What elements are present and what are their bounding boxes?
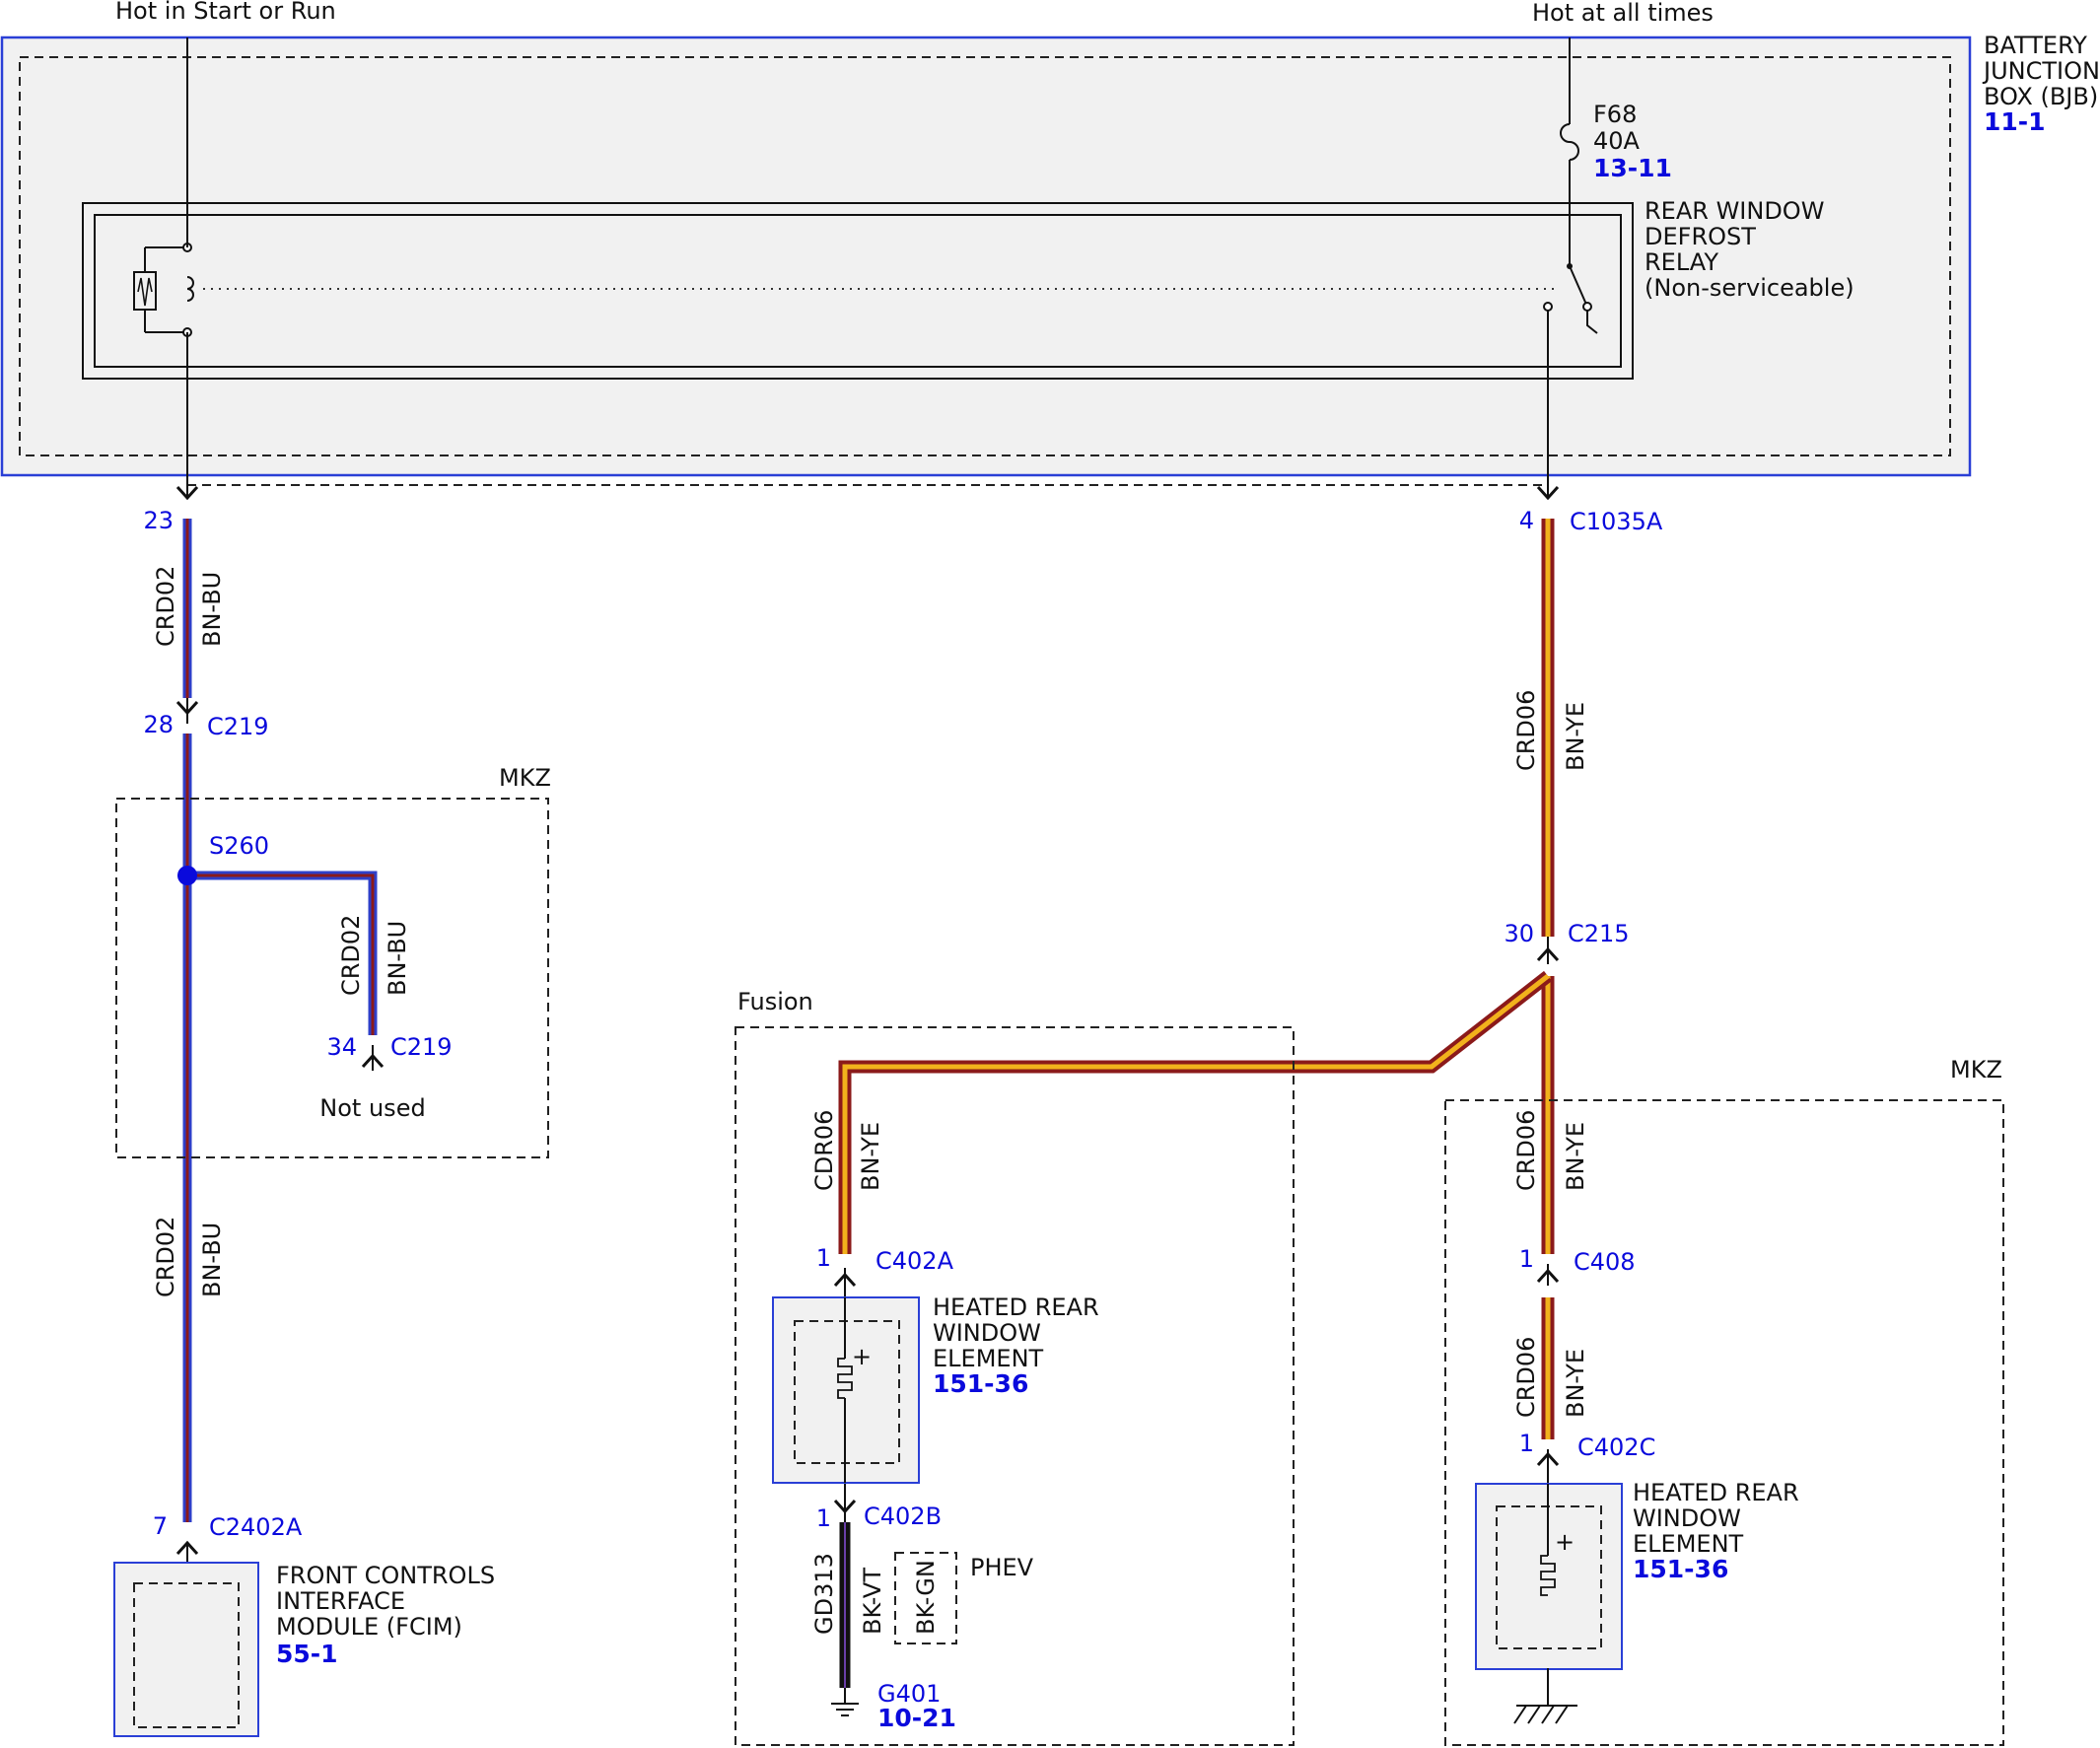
connector-c402c-label: C402C [1577, 1433, 1655, 1461]
right-wire1-circuit-label: CRD06 [1512, 690, 1540, 771]
fusion-wire-color-label: BN-YE [857, 1122, 884, 1191]
fcim-title-line2: INTERFACE [276, 1587, 405, 1615]
connector-c2402a-symbol [175, 1541, 199, 1560]
mkz-left-region [115, 798, 549, 1158]
supply-label-all-times: Hot at all times [1532, 0, 1714, 27]
battery-junction-box [0, 35, 1972, 477]
mkz-element-line1: HEATED REAR [1633, 1479, 1799, 1506]
pin-23: 23 [143, 507, 174, 534]
ground-color-label: BK-VT [859, 1568, 886, 1635]
connector-c1035a-label: C1035A [1570, 508, 1663, 535]
wire-crd02-bnbu-branch [187, 871, 378, 1035]
connector-c402a-symbol [833, 1273, 857, 1292]
relay-title-line3: RELAY [1645, 248, 1718, 276]
bjb-title-line3: BOX (BJB) [1984, 83, 2098, 110]
connector-c219b-label: C219 [390, 1033, 453, 1061]
heated-rear-window-element-mkz: + [1475, 1483, 1623, 1670]
phev-label: PHEV [970, 1554, 1034, 1581]
fuse-f68-symbol [1560, 123, 1579, 161]
fuse-id: F68 [1593, 101, 1637, 128]
splice-s260-dot [177, 866, 197, 885]
ground-g401-ref: 10-21 [877, 1704, 956, 1732]
ground-circuit-label: GD313 [810, 1553, 838, 1635]
relay-title-line2: DEFROST [1645, 223, 1756, 250]
wire-cdr06-bnye-fusion [838, 970, 1552, 1254]
fcim-title-line1: FRONT CONTROLS [276, 1562, 495, 1589]
fcim-ref: 55-1 [276, 1640, 338, 1668]
fuse-ref: 13-11 [1593, 154, 1672, 182]
pin-7: 7 [153, 1512, 168, 1540]
connector-c408-label: C408 [1574, 1248, 1636, 1276]
ground-g401-label: G401 [877, 1680, 941, 1708]
connector-c215-label: C215 [1568, 920, 1630, 947]
connector-c402b-symbol [833, 1495, 857, 1513]
wire1-color-label: BN-BU [198, 572, 226, 647]
mkz-wire1-circuit-label: CRD06 [1512, 1110, 1540, 1191]
mkz-wire1-color-label: BN-YE [1562, 1122, 1589, 1191]
mkz-wire2-color-label: BN-YE [1562, 1349, 1589, 1418]
connector-c219b-symbol [361, 1054, 385, 1073]
wire1-circuit-label: CRD02 [152, 566, 179, 647]
relay-title-line4: (Non-serviceable) [1645, 274, 1855, 302]
ground-g401-icon [831, 1688, 859, 1716]
pin-c402a: 1 [816, 1244, 831, 1272]
fusion-element-ref: 151-36 [933, 1369, 1028, 1398]
pin-34: 34 [326, 1033, 357, 1061]
wire3-color-label: BN-BU [198, 1223, 226, 1297]
splice-s260-label: S260 [209, 832, 269, 860]
connector-c402a-label: C402A [875, 1247, 954, 1275]
pin-c402b: 1 [816, 1504, 831, 1532]
fusion-element-line1: HEATED REAR [933, 1294, 1099, 1321]
bjb-title-line1: BATTERY [1984, 32, 2087, 59]
mkz-wire2-circuit-label: CRD06 [1512, 1337, 1540, 1418]
fusion-label: Fusion [737, 988, 813, 1015]
connector-c219-label: C219 [207, 713, 269, 740]
fusion-element-line3: ELEMENT [933, 1345, 1044, 1372]
bjb-title-line2: JUNCTION [1982, 57, 2100, 85]
ground-color-alt-label: BK-GN [912, 1560, 940, 1635]
mkz-element-line3: ELEMENT [1633, 1530, 1744, 1558]
wire2-color-label: BN-BU [384, 921, 411, 996]
connector-c219-symbol [175, 696, 199, 715]
fusion-element-line2: WINDOW [933, 1319, 1041, 1347]
defrost-relay [82, 202, 1634, 380]
svg-text:+: + [1555, 1528, 1575, 1556]
svg-text:+: + [852, 1343, 872, 1370]
fuse-rating: 40A [1593, 127, 1641, 155]
pin-28: 28 [143, 711, 174, 738]
fcim-module [113, 1562, 259, 1737]
relay-title-line1: REAR WINDOW [1645, 197, 1824, 225]
wire3-circuit-label: CRD02 [152, 1217, 179, 1297]
pin-4: 4 [1519, 507, 1534, 534]
mkz-right-label: MKZ [1950, 1056, 2002, 1084]
supply-label-start-run: Hot in Start or Run [115, 0, 336, 25]
fusion-wire-circuit-label: CDR06 [810, 1110, 838, 1191]
connector-c402b-label: C402B [864, 1503, 942, 1530]
wire2-circuit-label: CRD02 [337, 915, 365, 996]
chassis-ground-icon [1513, 1668, 1577, 1724]
pin-c408: 1 [1519, 1245, 1534, 1273]
not-used-label: Not used [319, 1094, 425, 1122]
bjb-ref: 11-1 [1984, 107, 2046, 136]
fusion-region [735, 1026, 1295, 1746]
mkz-left-label: MKZ [499, 764, 551, 792]
pin-c402c: 1 [1519, 1430, 1534, 1457]
phev-option-box [894, 1552, 957, 1644]
mkz-element-ref: 151-36 [1633, 1555, 1728, 1583]
mkz-element-line2: WINDOW [1633, 1504, 1741, 1532]
fcim-title-line3: MODULE (FCIM) [276, 1613, 462, 1641]
connector-c2402a-label: C2402A [209, 1513, 303, 1541]
connector-c408-symbol [1536, 1269, 1560, 1288]
connector-c402c-symbol [1536, 1452, 1560, 1471]
mkz-right-region [1444, 1099, 2004, 1746]
pin-30: 30 [1504, 920, 1534, 947]
connector-c215-symbol [1536, 947, 1560, 966]
right-wire1-color-label: BN-YE [1562, 702, 1589, 771]
heated-rear-window-element-fusion: + [772, 1296, 920, 1484]
